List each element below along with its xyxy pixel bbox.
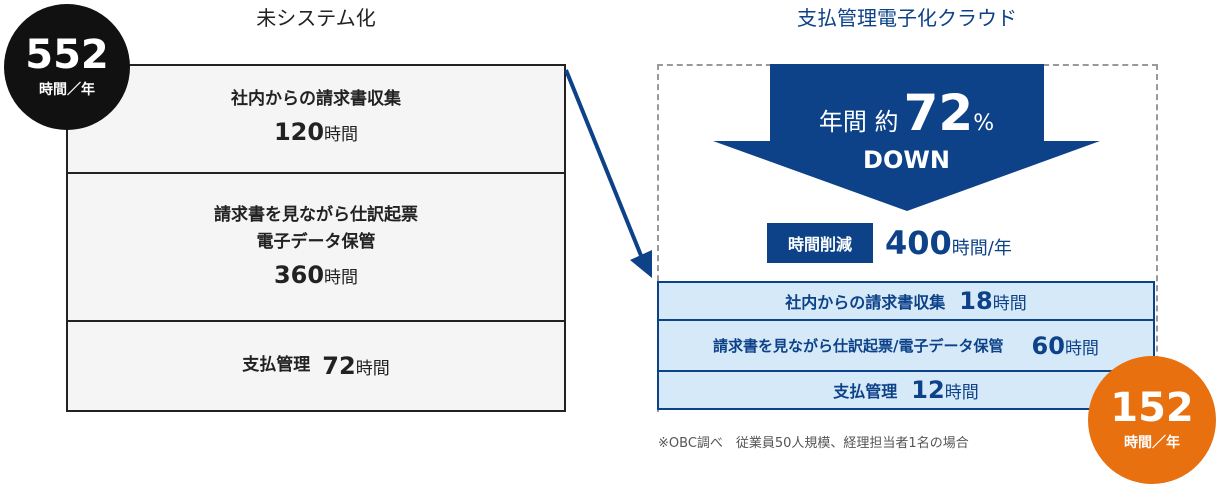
row-unit: 時間 (944, 383, 979, 403)
after-row-payment: 支払管理 12時間 (657, 370, 1155, 410)
row-label: 請求書を見ながら仕訳起票 (214, 204, 418, 225)
footnote: ※OBC調べ 従業員50人規模、経理担当者1名の場合 (658, 436, 969, 451)
after-total-badge: 152 時間／年 (1088, 356, 1216, 484)
total-unit: 時間／年 (1124, 435, 1180, 451)
row-label: 社内からの請求書収集 (231, 89, 401, 110)
row-unit: 時間 (324, 125, 359, 146)
headline-percent-value: 72 (903, 84, 974, 142)
row-value: 12 (911, 376, 945, 404)
row-value: 18 (959, 287, 993, 315)
row-unit: 時間 (992, 294, 1027, 314)
after-row-entry: 請求書を見ながら仕訳起票/電子データ保管 60時間 (657, 319, 1155, 372)
before-total-badge: 552 時間／年 (4, 4, 130, 130)
down-label: DOWN (863, 146, 950, 174)
reduction-unit: 時間/年 (951, 238, 1012, 259)
row-unit: 時間 (355, 358, 390, 379)
reduction-value: 400時間/年 (885, 224, 1012, 262)
row-label: 請求書を見ながら仕訳起票/電子データ保管 (713, 337, 1004, 355)
after-row-collection: 社内からの請求書収集 18時間 (657, 281, 1155, 321)
before-row-payment: 支払管理 72時間 (68, 320, 564, 410)
headline-prefix: 年間 約 (818, 108, 899, 136)
before-row-collection: 社内からの請求書収集 120時間 (68, 66, 564, 172)
row-value: 120 (273, 118, 325, 147)
percent-sign: % (973, 111, 995, 136)
row-label: 電子データ保管 (256, 231, 376, 252)
left-title: 未システム化 (256, 6, 376, 30)
reduction-number: 400 (885, 224, 952, 262)
before-box: 社内からの請求書収集 120時間 請求書を見ながら仕訳起票 電子データ保管 36… (66, 64, 566, 412)
before-row-entry: 請求書を見ながら仕訳起票 電子データ保管 360時間 (68, 172, 564, 322)
total-value: 552 (25, 32, 109, 78)
reduction-badge: 時間削減 (767, 223, 873, 263)
total-unit: 時間／年 (39, 82, 95, 98)
row-value: 360 (273, 260, 325, 289)
row-label: 支払管理 (242, 355, 311, 376)
row-value: 60 (1031, 331, 1065, 360)
row-unit: 時間 (1064, 338, 1099, 359)
row-label: 社内からの請求書収集 (785, 293, 946, 312)
right-title: 支払管理電子化クラウド (797, 6, 1017, 30)
row-value: 72 (322, 351, 356, 380)
row-label: 支払管理 (833, 382, 898, 401)
row-unit: 時間 (324, 267, 359, 288)
reduction-headline: 年間 約 72% (713, 84, 1100, 142)
total-value: 152 (1110, 385, 1194, 431)
